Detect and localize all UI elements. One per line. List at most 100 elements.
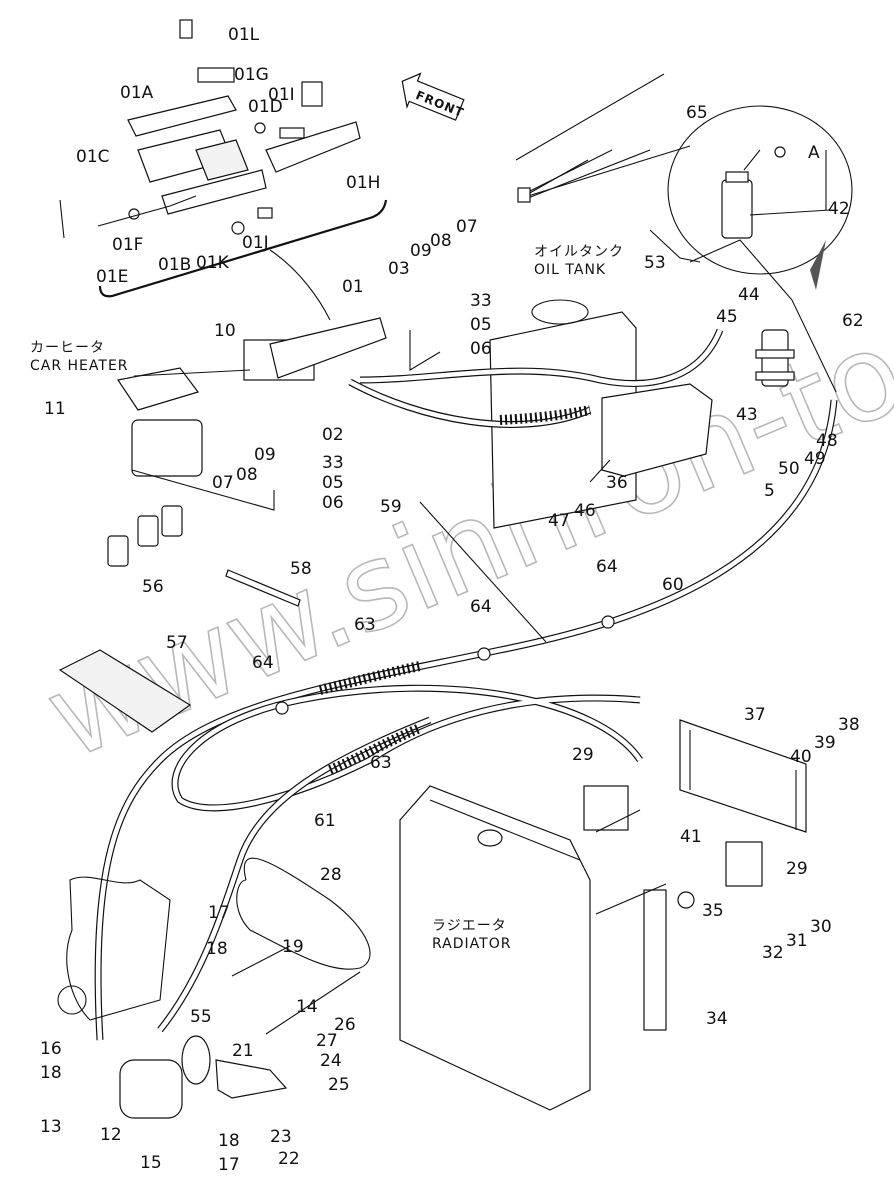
connector-icon: [517, 187, 531, 203]
callout-01K: 01K: [196, 253, 230, 273]
callout-24: 24: [320, 1051, 342, 1071]
protector-oil-tank: [499, 405, 591, 425]
callout-59: 59: [380, 497, 402, 517]
callout-09b: 09: [410, 241, 432, 261]
callout-44: 44: [738, 285, 760, 305]
callout-23: 23: [270, 1127, 292, 1147]
leader-01: [269, 249, 331, 321]
callout-38: 38: [838, 715, 860, 735]
callout-31: 31: [786, 931, 808, 951]
callout-62: 62: [842, 311, 864, 331]
callout-45: 45: [716, 307, 738, 327]
bracket-29-upper: [583, 785, 629, 831]
callout-21: 21: [232, 1041, 254, 1061]
callout-39: 39: [814, 733, 836, 753]
callout-60: 60: [662, 575, 684, 595]
callout-16: 16: [40, 1039, 62, 1059]
callout-18c: 18: [218, 1131, 240, 1151]
callout-36: 36: [606, 473, 628, 493]
callout-53: 53: [644, 253, 666, 273]
callout-09a: 09: [254, 445, 276, 465]
callout-10: 10: [214, 321, 236, 341]
radiator-caption-en: RADIATOR: [432, 936, 511, 952]
callout-43: 43: [736, 405, 758, 425]
callout-58: 58: [290, 559, 312, 579]
callout-02: 02: [322, 425, 344, 445]
car-heater-caption-en: CAR HEATER: [30, 358, 129, 374]
callout-08a: 08: [236, 465, 258, 485]
callout-55: 55: [190, 1007, 212, 1027]
callout-03: 03: [388, 259, 410, 279]
receiver-drier: [755, 329, 795, 387]
callout-65: 65: [686, 103, 708, 123]
callout-50: 50: [778, 459, 800, 479]
callout-08b: 08: [430, 231, 452, 251]
oil-tank-caption-jp: オイルタンク: [534, 244, 624, 260]
part-58-pad-57: [58, 649, 192, 733]
detail-pointer: [810, 240, 826, 290]
callout-07a: 07: [212, 473, 234, 493]
callout-14: 14: [296, 997, 318, 1017]
refrigerant-hoses: [94, 328, 838, 1041]
wiring-harness-65: [515, 73, 691, 203]
part-01K-knob: [231, 221, 245, 235]
part-01D-fitting: [254, 122, 266, 134]
callout-13: 13: [40, 1117, 62, 1137]
callout-40: 40: [790, 747, 812, 767]
part-58-tool: [225, 569, 301, 607]
part-01E-cable: [97, 195, 197, 227]
callout-29a: 29: [572, 745, 594, 765]
callout-34: 34: [706, 1009, 728, 1029]
callout-01L: 01L: [228, 25, 260, 45]
callout-37: 37: [744, 705, 766, 725]
callout-28: 28: [320, 865, 342, 885]
rubber-mounts-56: [107, 505, 183, 567]
compressor: [119, 1035, 288, 1119]
callout-18a: 18: [206, 939, 228, 959]
callout-56: 56: [142, 577, 164, 597]
callout-01D: 01D: [248, 97, 283, 117]
part-01L-block: [197, 67, 235, 83]
part-01I-bracket: [301, 81, 323, 107]
callout-01: 01: [342, 277, 364, 297]
callout-22: 22: [278, 1149, 300, 1169]
support-34: [643, 889, 667, 1031]
part-01A-plate: [127, 95, 237, 137]
callout-27: 27: [316, 1031, 338, 1051]
callout-01J: 01J: [242, 233, 269, 253]
receiver-drier-detail: [667, 105, 853, 290]
callout-01I: 01I: [268, 85, 295, 105]
engine-sketch: [57, 876, 171, 1021]
callout-01A: 01A: [120, 83, 154, 103]
part-01J-switch: [257, 207, 273, 219]
callout-30: 30: [810, 917, 832, 937]
radiator-caption-jp: ラジエータ: [432, 918, 507, 934]
grommet-35: [677, 891, 695, 909]
callout-51: 5: [764, 481, 775, 501]
callout-01B: 01B: [158, 255, 191, 275]
callout-64b: 64: [470, 597, 492, 617]
callout-48: 48: [816, 431, 838, 451]
callout-06a: 06: [322, 493, 344, 513]
oil-tank-caption-en: OIL TANK: [534, 262, 606, 278]
callout-57: 57: [166, 633, 188, 653]
callout-01F: 01F: [112, 235, 143, 255]
part-01B-tray: [161, 169, 267, 215]
callout-19: 19: [282, 937, 304, 957]
group-brace: [98, 199, 388, 298]
callout-05a: 05: [322, 473, 344, 493]
callout-A: A: [808, 143, 820, 163]
part-01G-filter: [195, 139, 249, 181]
callout-33b: 33: [470, 291, 492, 311]
callout-07b: 07: [456, 217, 478, 237]
callout-49: 49: [804, 449, 826, 469]
callout-61: 61: [314, 811, 336, 831]
callout-17b: 17: [218, 1155, 240, 1175]
callout-47: 47: [548, 511, 570, 531]
bolt-icon: [179, 19, 193, 39]
callout-17a: 17: [208, 903, 230, 923]
callout-42: 42: [828, 199, 850, 219]
car-heater-caption-jp: カーヒータ: [30, 340, 105, 356]
